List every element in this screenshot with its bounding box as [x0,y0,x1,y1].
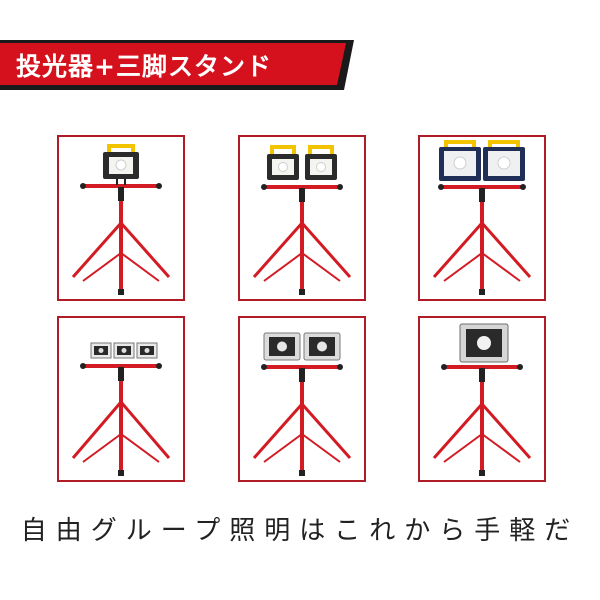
tripod-stand-icon [252,145,352,295]
tripod-stand-icon [432,323,532,476]
title-banner: 投光器+三脚スタンド [0,40,354,90]
tripod-stand-icon [432,140,532,295]
tripod-legs-icon [252,368,352,476]
product-panel-2[interactable] [238,135,366,301]
tripod-legs-icon [432,368,532,476]
floodlight-icon [459,323,509,363]
product-panel-3[interactable] [418,135,546,301]
crossbar-icon [80,179,162,189]
tagline: 自由グループ照明はこれから手軽だ [20,516,580,546]
crossbar-icon [438,184,526,190]
floodlight-icon [136,342,158,359]
product-panel-1[interactable] [57,135,185,301]
banner-title: 投光器+三脚スタンド [16,52,272,81]
product-panel-6[interactable] [418,316,546,482]
banner-shape [0,40,354,90]
product-panel-4[interactable] [57,316,185,482]
yellow-handle-floodlight-icon [267,145,299,180]
floodlight-icon [263,332,301,361]
crossbar-icon [80,363,162,369]
tripod-legs-icon [432,188,532,295]
tripod-stand-icon [71,144,171,295]
tripod-legs-icon [71,187,171,295]
tripod-legs-icon [71,367,171,476]
product-panel-5[interactable] [238,316,366,482]
yellow-handle-floodlight-icon [483,140,525,181]
crossbar-icon [261,184,343,190]
tripod-legs-icon [252,188,352,295]
crossbar-icon [261,364,343,370]
yellow-handle-floodlight-icon [305,145,337,180]
floodlight-icon [303,332,341,361]
tripod-stand-icon [71,342,171,476]
crossbar-icon [441,364,523,370]
yellow-handle-floodlight-icon [439,140,481,181]
floodlight-icon [113,342,135,359]
tripod-stand-icon [252,332,352,476]
floodlight-icon [90,342,112,359]
yellow-handle-floodlight-icon [103,144,139,179]
